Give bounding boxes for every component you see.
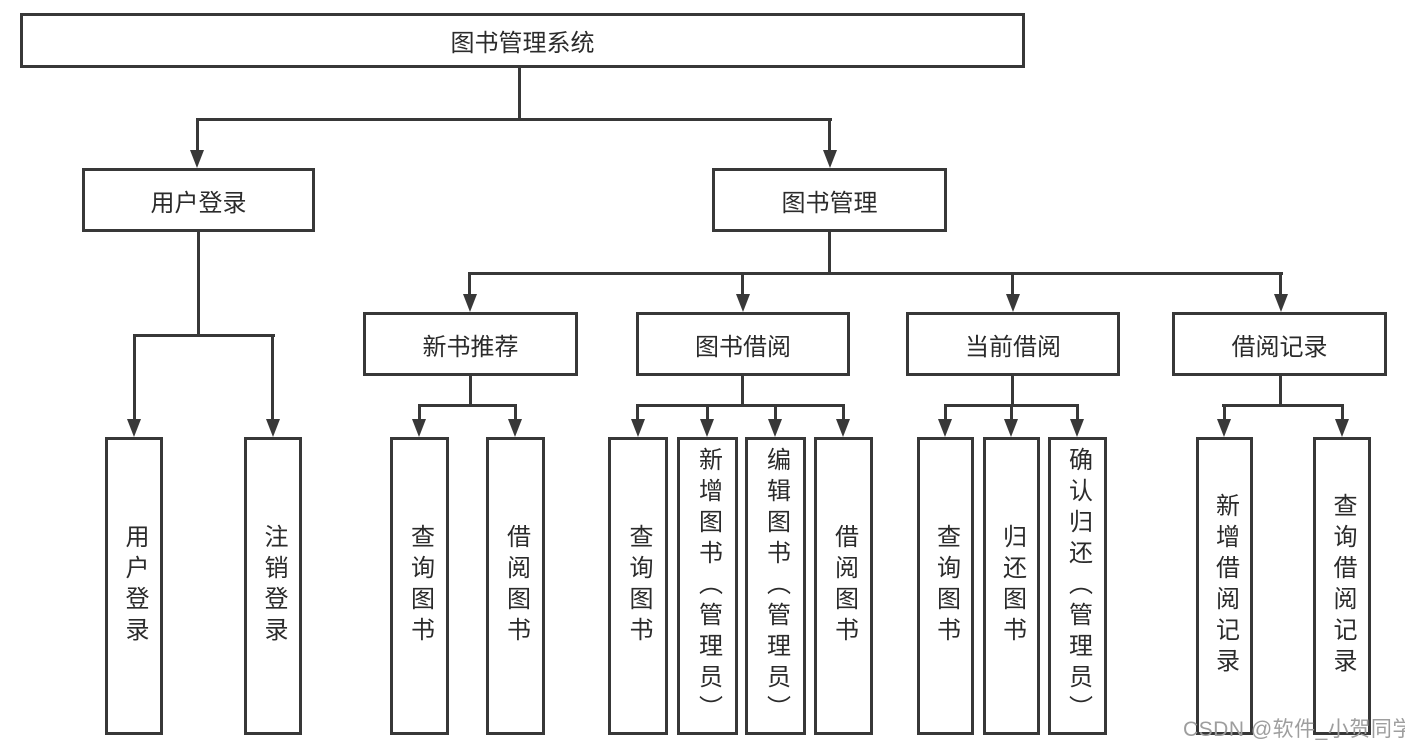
leaf-query-books-2: 查询图书: [608, 437, 668, 735]
arrowhead-down-icon: [1217, 419, 1231, 437]
arrowhead-down-icon: [463, 294, 477, 312]
connector-line: [828, 118, 831, 154]
arrowhead-down-icon: [266, 419, 280, 437]
arrowhead-down-icon: [836, 419, 850, 437]
arrowhead-down-icon: [823, 150, 837, 168]
connector-line: [706, 404, 709, 421]
node-new-book-recommend: 新书推荐: [363, 312, 578, 376]
node-borrowing-records: 借阅记录: [1172, 312, 1387, 376]
leaf-query-books-3: 查询图书: [917, 437, 974, 735]
connector-line: [1279, 272, 1282, 297]
leaf-query-books-1: 查询图书: [390, 437, 449, 735]
connector-line: [418, 404, 421, 421]
connector-line: [944, 404, 947, 421]
connector-line: [1076, 404, 1079, 421]
connector-line: [196, 118, 199, 154]
node-book-management: 图书管理: [712, 168, 947, 232]
connector-line: [1222, 404, 1343, 407]
connector-line: [1279, 376, 1282, 406]
arrowhead-down-icon: [1004, 419, 1018, 437]
connector-line: [842, 404, 845, 421]
arrowhead-down-icon: [127, 419, 141, 437]
connector-line: [1341, 404, 1344, 421]
arrowhead-down-icon: [508, 419, 522, 437]
arrowhead-down-icon: [1274, 294, 1288, 312]
arrowhead-down-icon: [412, 419, 426, 437]
connector-line: [774, 404, 777, 421]
leaf-logout: 注销登录: [244, 437, 302, 735]
connector-line: [197, 232, 200, 336]
connector-line: [1223, 404, 1226, 421]
leaf-return-books: 归还图书: [983, 437, 1040, 735]
connector-line: [1010, 404, 1013, 421]
arrowhead-down-icon: [190, 150, 204, 168]
connector-line: [271, 334, 274, 422]
connector-line: [741, 376, 744, 406]
leaf-add-books-admin: 新增图书（管理员）: [677, 437, 738, 735]
node-book-borrowing: 图书借阅: [636, 312, 850, 376]
leaf-borrow-books-1: 借阅图书: [486, 437, 545, 735]
arrowhead-down-icon: [736, 294, 750, 312]
connector-line: [196, 118, 832, 121]
node-library-management-system: 图书管理系统: [20, 13, 1025, 68]
connector-line: [1011, 272, 1014, 297]
arrowhead-down-icon: [1006, 294, 1020, 312]
connector-line: [637, 404, 845, 407]
connector-line: [1011, 376, 1014, 406]
arrowhead-down-icon: [1070, 419, 1084, 437]
arrowhead-down-icon: [631, 419, 645, 437]
leaf-user-login: 用户登录: [105, 437, 163, 735]
leaf-query-borrow-record: 查询借阅记录: [1313, 437, 1371, 735]
leaf-add-borrow-record: 新增借阅记录: [1196, 437, 1253, 735]
connector-line: [636, 404, 639, 421]
arrowhead-down-icon: [1335, 419, 1349, 437]
connector-line: [518, 68, 521, 120]
leaf-confirm-return-admin: 确认归还（管理员）: [1048, 437, 1107, 735]
node-user-login: 用户登录: [82, 168, 315, 232]
csdn-watermark: CSDN @软件_小贺同学: [1183, 718, 1405, 741]
connector-line: [514, 404, 517, 421]
leaf-edit-books-admin: 编辑图书（管理员）: [745, 437, 806, 735]
arrowhead-down-icon: [768, 419, 782, 437]
leaf-borrow-books-2: 借阅图书: [814, 437, 873, 735]
connector-line: [469, 376, 472, 406]
arrowhead-down-icon: [700, 419, 714, 437]
connector-line: [741, 272, 744, 297]
node-current-borrowing: 当前借阅: [906, 312, 1120, 376]
connector-line: [133, 334, 136, 422]
connector-line: [468, 272, 471, 297]
connector-line: [469, 272, 1283, 275]
connector-line: [133, 334, 275, 337]
connector-line: [418, 404, 517, 407]
connector-line: [828, 232, 831, 274]
arrowhead-down-icon: [938, 419, 952, 437]
